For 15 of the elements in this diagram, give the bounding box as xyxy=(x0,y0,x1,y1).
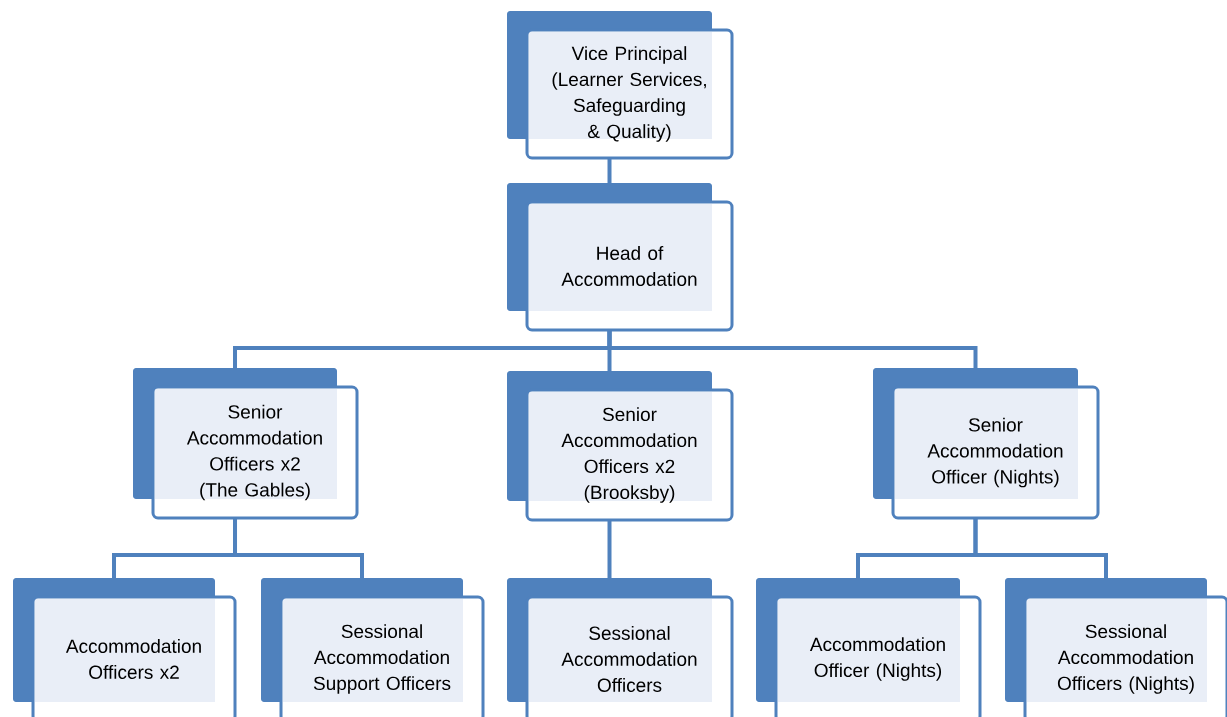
connector-line xyxy=(607,330,978,368)
org-box: Senior Accommodation Officer (Nights) xyxy=(873,368,1100,520)
connector-line xyxy=(607,520,612,578)
org-box: Sessional Accommodation Officers (Nights) xyxy=(1005,578,1227,717)
org-box: Senior Accommodation Officers x2 (Brooksby) xyxy=(507,371,734,522)
org-box: Vice Principal (Learner Services, Safeguarding & Quality) xyxy=(507,11,734,160)
org-box: Senior Accommodation Officers x2 (The Gables) xyxy=(133,368,359,520)
org-box: Sessional Accommodation Support Officers xyxy=(261,578,485,717)
connector-line xyxy=(607,158,612,183)
connector-line xyxy=(973,518,1108,578)
org-box: Accommodation Officer (Nights) xyxy=(756,578,982,717)
org-box: Accommodation Officers x2 xyxy=(13,578,237,717)
org-box: Sessional Accommodation Officers xyxy=(507,578,734,717)
connector-line xyxy=(233,518,364,578)
org-box: Head of Accommodation xyxy=(507,183,734,332)
